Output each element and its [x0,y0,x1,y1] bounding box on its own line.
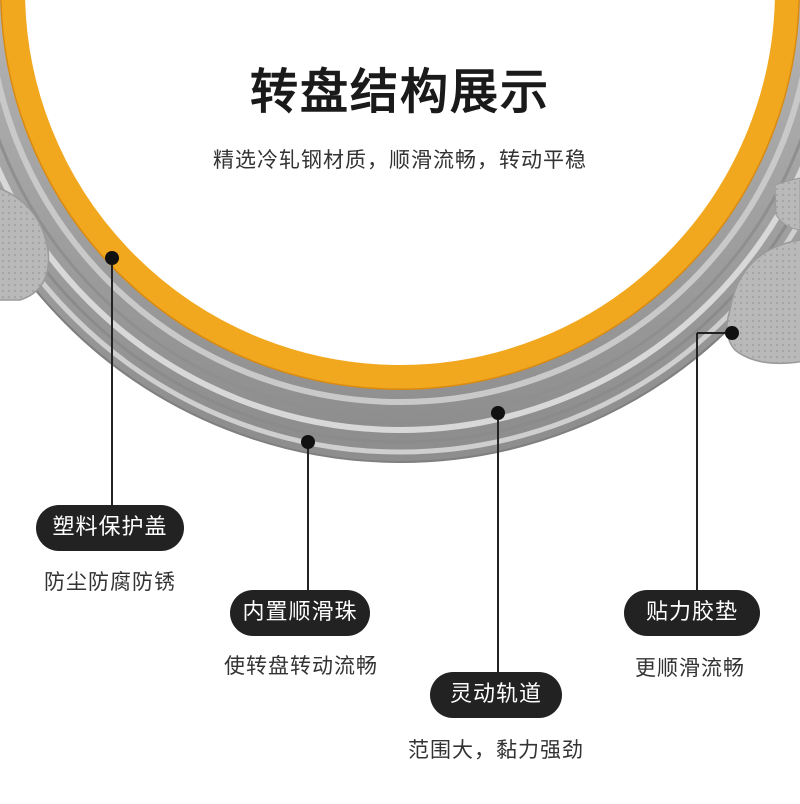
rubber-pad-top-right [774,177,800,231]
leader-line-track [491,406,505,672]
caption-smooth-beads: 使转盘转动流畅 [224,654,378,678]
leader-line-cover [105,251,119,505]
caption-track: 范围大，黏力强劲 [408,738,584,762]
leader-line-pad [696,326,739,590]
label-track: 灵动轨道 [430,672,562,718]
page-title: 转盘结构展示 [249,64,550,120]
leader-line-beads [301,435,315,590]
ring-metal-body [0,0,800,463]
label-rubber-pad: 贴力胶垫 [624,590,760,636]
rubber-pad-left [0,187,50,301]
label-plastic-cover: 塑料保护盖 [36,505,184,551]
caption-rubber-pad: 更顺滑流畅 [635,656,745,680]
page-subtitle: 精选冷轧钢材质，顺滑流畅，转动平稳 [213,148,587,172]
caption-plastic-cover: 防尘防腐防锈 [44,570,176,594]
label-smooth-beads: 内置顺滑珠 [230,590,370,636]
